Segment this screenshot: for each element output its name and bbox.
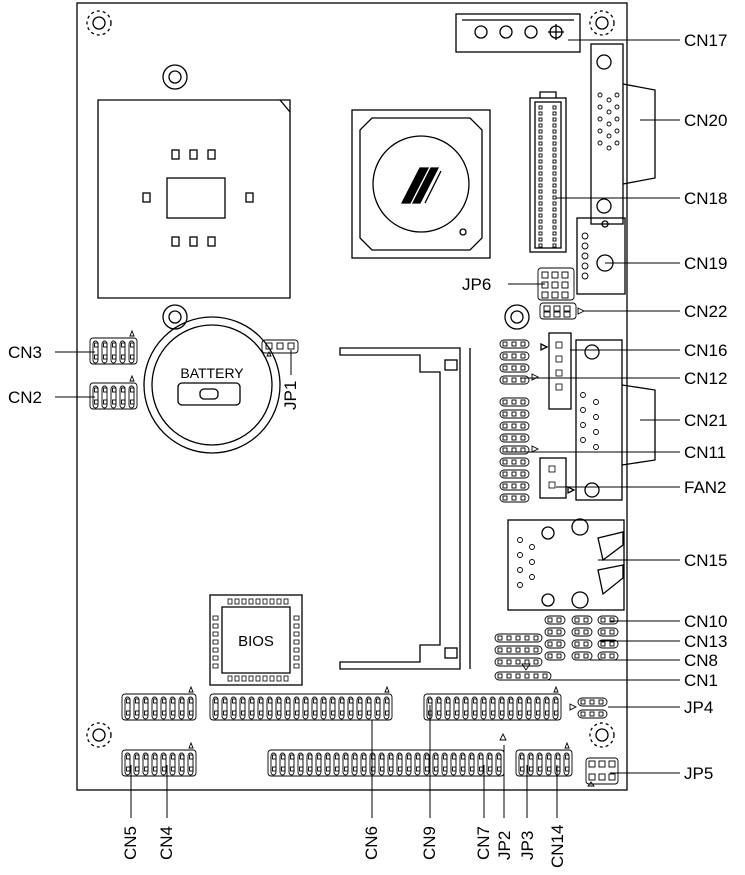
- label-cn13: CN13: [684, 632, 728, 651]
- label-cn12: CN12: [684, 369, 728, 388]
- standoff-hole-1: [162, 64, 188, 90]
- label-cn9: CN9: [420, 825, 439, 860]
- label-cn1: CN1: [684, 671, 719, 690]
- label-jp5: JP5: [684, 764, 714, 783]
- fan2-connector: [539, 457, 576, 499]
- label-cn18: CN18: [684, 189, 728, 208]
- label-fan2: FAN2: [684, 478, 727, 497]
- cn15-usb-connector: [507, 518, 625, 611]
- label-jp3: JP3: [518, 830, 537, 860]
- standoff-hole-2: [162, 304, 188, 330]
- label-cn20: CN20: [684, 111, 728, 130]
- label-cn15: CN15: [684, 551, 728, 570]
- label-cn19: CN19: [684, 254, 728, 273]
- sodimm-socket: [339, 347, 471, 670]
- cn18-ide-header: [529, 91, 567, 253]
- label-cn4: CN4: [157, 825, 176, 860]
- label-cn2: CN2: [8, 388, 43, 407]
- label-cn16: CN16: [684, 341, 728, 360]
- label-cn14: CN14: [548, 824, 567, 868]
- label-cn7: CN7: [474, 825, 493, 860]
- jp1-jumper: [261, 339, 299, 357]
- label-cn5: CN5: [121, 825, 140, 860]
- label-cn8: CN8: [684, 651, 719, 670]
- small-headers-column: [499, 339, 540, 503]
- cn2-header: [89, 374, 138, 410]
- leader-lines: [55, 39, 680, 818]
- via-logo-icon: [400, 167, 442, 204]
- bios-chip: [209, 594, 303, 686]
- label-cn10: CN10: [684, 612, 728, 631]
- bios-label: BIOS: [238, 633, 274, 650]
- label-cn22: CN22: [684, 302, 728, 321]
- cn16-connector: [540, 332, 572, 410]
- mounting-hole-bottom-right: [589, 722, 615, 748]
- battery: [143, 316, 281, 454]
- label-cn6: CN6: [362, 825, 381, 860]
- cn20-vga-connector: [590, 43, 656, 225]
- cn17-power-connector: [455, 13, 581, 53]
- bottom-header-rows: [121, 685, 573, 777]
- label-cn21: CN21: [684, 411, 728, 430]
- cn21-serial-connector: [575, 339, 656, 501]
- cn3-header: [89, 329, 138, 365]
- mounting-hole-bottom-left: [86, 722, 112, 748]
- label-jp1: JP1: [281, 380, 300, 410]
- cn19-connector: [576, 217, 626, 295]
- label-jp4: JP4: [684, 698, 714, 717]
- mounting-hole-top-left: [86, 10, 112, 36]
- label-cn3: CN3: [8, 343, 43, 362]
- label-cn17: CN17: [684, 31, 728, 50]
- bottom-right-headers: [494, 615, 619, 787]
- label-jp2: JP2: [495, 830, 514, 860]
- battery-label: BATTERY: [180, 365, 244, 381]
- standoff-hole-3: [504, 304, 530, 330]
- chipset: [351, 109, 491, 259]
- mounting-hole-top-right: [589, 10, 615, 36]
- label-jp6: JP6: [462, 275, 492, 294]
- cn22-header: [539, 302, 586, 320]
- label-cn11: CN11: [684, 443, 727, 462]
- cpu-chip: [97, 99, 291, 299]
